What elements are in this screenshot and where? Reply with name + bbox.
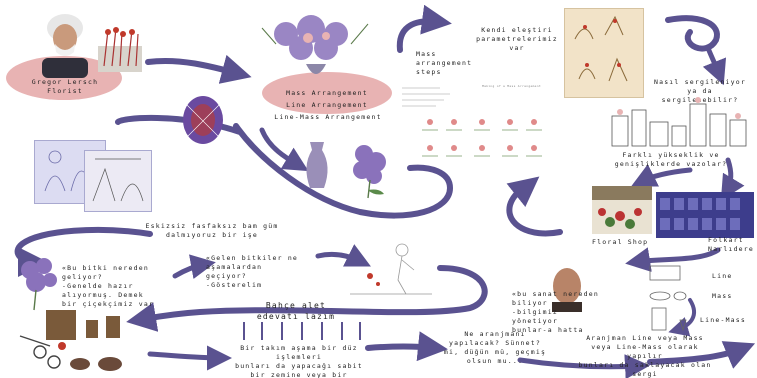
type-mass-label: Mass (712, 292, 733, 300)
arrow-bottom-right (647, 341, 756, 369)
line-arrangement-label: Line Arrangement (286, 101, 368, 109)
incoming-plants-label: «Gelen bitkiler ne aşamalardan geçiyor? … (206, 254, 299, 289)
mass-steps-caption: Making of a Mass Arrangement (482, 84, 541, 88)
figure-sketch-icon (350, 243, 432, 295)
arrow-top-right-curl (665, 15, 720, 52)
arrangement-types-icon (649, 265, 687, 332)
arrow-big-sweep (115, 114, 454, 219)
flower-bowl-drawing-icon (183, 96, 223, 144)
garden-bars-icon (243, 322, 361, 340)
person-face-icon (552, 268, 582, 312)
vase-choice-label: Aranjman Line veya Mass veya Line-Mass o… (578, 334, 712, 378)
pattern-grid-icon (422, 119, 542, 157)
lilac-branch-icon (353, 145, 386, 199)
arrow-top-right-down (702, 45, 727, 86)
where-from-label: «bu sanat nereden biliyor -bilgimiz yöne… (512, 290, 599, 334)
arrow-right-left (631, 164, 693, 187)
plant-source-label: «Bu bitki nereden geliyor? -Genelde hazı… (62, 264, 155, 308)
arrow-tools-to-note (147, 345, 232, 371)
mass-steps-label: Mass arrangement steps (416, 50, 473, 76)
arrow-left-to-lilac (14, 226, 153, 277)
florist-photo-icon (42, 14, 88, 78)
arrow-purpose-to-right (517, 354, 650, 378)
arrow-shop-up (506, 176, 563, 237)
floral-shop-photo-icon (592, 186, 652, 234)
arrow-right-down (720, 157, 745, 201)
arrow-vase-to-lilac (259, 127, 309, 172)
arrow-folkart-to-types (625, 247, 721, 272)
folkart-photo-icon (656, 192, 754, 238)
purpose-label: Ne aranjmanı yapılacak? Sünnet? mi, düğü… (443, 330, 547, 365)
tools-pottery-icon (19, 310, 122, 371)
sketch-sheet-icon (564, 8, 644, 98)
mass-arrangement-label: Mass Arrangement (286, 89, 368, 97)
line-mass-arrangement-label: Line-Mass Arrangement (274, 113, 382, 121)
type-line-label: Line (712, 272, 733, 280)
arrow-figure-sweep (126, 265, 488, 332)
plain-vase-icon (306, 142, 328, 188)
steps-notes-icon (402, 87, 450, 107)
lavender-vase-bouquet-icon (261, 15, 369, 74)
tool-question-label: Bahçe alet edevatı lazım (256, 301, 336, 321)
arrow-types-to-choice (668, 298, 696, 337)
own-critique-label: Kendi eleştiri parametrelerimiz var (476, 26, 558, 52)
arrow-note-to-purpose (365, 331, 448, 362)
lilac-cluster-icon (21, 258, 57, 311)
arrow-lilac-to-incoming (172, 254, 216, 279)
sketch-panel-2 (84, 150, 152, 212)
folkart-label: Folkart Narlıdere (708, 236, 755, 253)
garden-note-label: Bir takım aşama bir düz işlemleri bunlar… (235, 344, 363, 378)
heights-widths-label: Farklı yükseklik ve genişliklerde vazola… (614, 151, 728, 168)
arrow-to-critique (396, 4, 452, 53)
arrow-florist-to-mass (145, 54, 252, 84)
flower-bouquet-icon (98, 27, 142, 72)
shelf-vases-icon (611, 97, 747, 147)
arrangement-highlight (262, 72, 392, 114)
florist-name: Gregor Lersch Florist (31, 78, 99, 95)
floral-shop-label: Floral Shop (592, 238, 649, 246)
type-line-mass-label: Line-Mass (700, 316, 747, 324)
idea-sketch-label: Eskizsiz fasfaksız bam güm dalmıyoruz bi… (145, 222, 279, 239)
arrow-incoming-to-figure (315, 244, 371, 267)
